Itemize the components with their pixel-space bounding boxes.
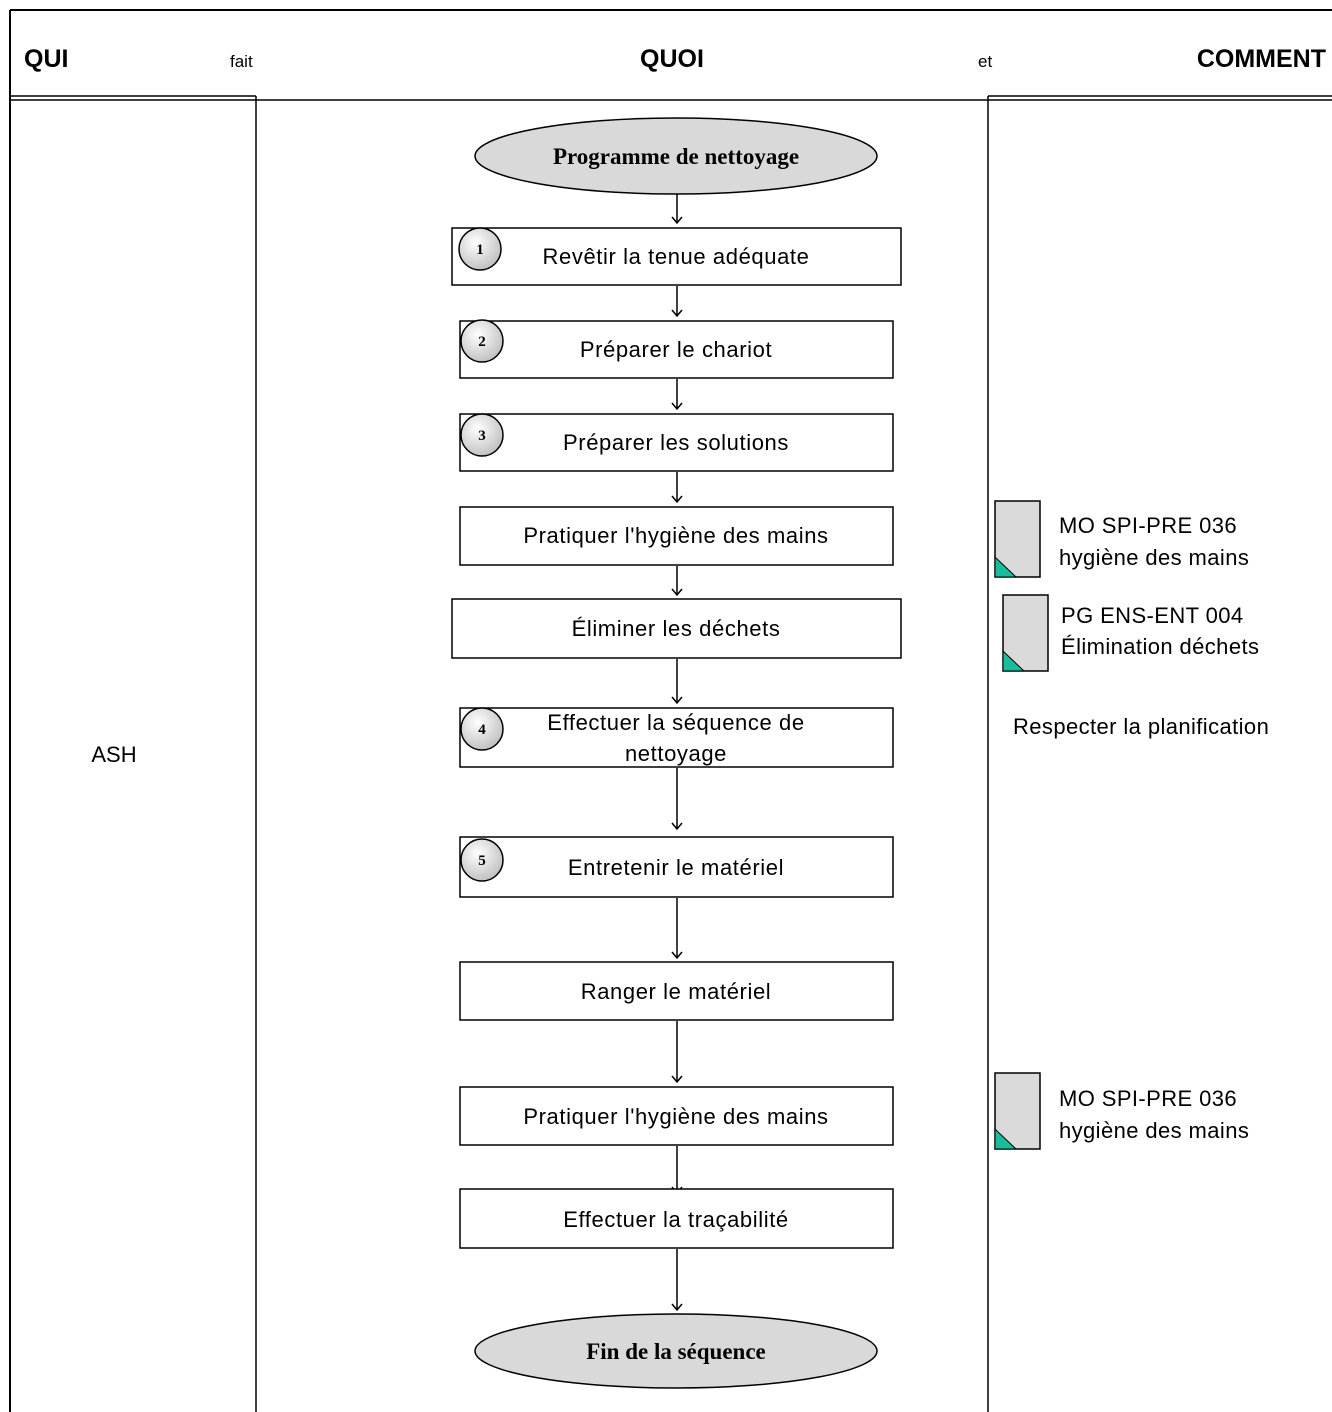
step-badge-5-label: 5 (478, 853, 486, 869)
flow-start: Programme de nettoyage (474, 117, 878, 195)
reference-3-line2: hygiène des mains (1059, 1118, 1249, 1143)
step-6-label-line2: nettoyage (625, 741, 727, 766)
step-2-label: Préparer le chariot (580, 337, 772, 362)
step-7: Entretenir le matériel (459, 836, 894, 898)
step-8: Ranger le matériel (459, 961, 894, 1021)
header-who: QUI (24, 45, 68, 73)
step-2: Préparer le chariot (459, 320, 894, 379)
table-grid (9, 9, 1332, 1412)
reference-2-line2: Élimination déchets (1061, 634, 1259, 659)
document-icon (994, 1072, 1041, 1150)
planning-note: Respecter la planification (1013, 714, 1269, 739)
reference-3: MO SPI-PRE 036 hygiène des mains (994, 1072, 1249, 1150)
reference-3-line1: MO SPI-PRE 036 (1059, 1086, 1237, 1111)
step-badge-2: 2 (460, 319, 504, 363)
flow-end: Fin de la séquence (474, 1313, 878, 1389)
step-badge-2-label: 2 (478, 334, 486, 350)
step-6: Effectuer la séquence de nettoyage (459, 707, 894, 768)
step-badge-1: 1 (458, 227, 502, 271)
step-badge-3-label: 3 (478, 428, 486, 444)
actor-label: ASH (91, 742, 136, 767)
step-badge-4-label: 4 (478, 722, 486, 738)
header-what: QUOI (640, 45, 704, 73)
step-10-label: Effectuer la traçabilité (563, 1207, 789, 1232)
step-6-label-line1: Effectuer la séquence de (547, 710, 804, 735)
step-4-label: Pratiquer l'hygiène des mains (523, 523, 828, 548)
document-icon (1002, 594, 1049, 672)
document-icon (994, 500, 1041, 578)
reference-1-line2: hygiène des mains (1059, 545, 1249, 570)
step-4: Pratiquer l'hygiène des mains (459, 506, 894, 566)
step-1: Revêtir la tenue adéquate (451, 227, 902, 286)
step-badge-4: 4 (460, 707, 504, 751)
reference-2-line1: PG ENS-ENT 004 (1061, 603, 1243, 628)
reference-1-line1: MO SPI-PRE 036 (1059, 513, 1237, 538)
step-10: Effectuer la traçabilité (459, 1188, 894, 1249)
step-5-label: Éliminer les déchets (572, 616, 781, 641)
header-how: COMMENT (1197, 45, 1326, 73)
reference-2: PG ENS-ENT 004 Élimination déchets (1002, 594, 1259, 672)
reference-1: MO SPI-PRE 036 hygiène des mains (994, 500, 1249, 578)
step-3: Préparer les solutions (459, 413, 894, 472)
step-1-label: Revêtir la tenue adéquate (543, 244, 810, 269)
step-3-label: Préparer les solutions (563, 430, 789, 455)
step-badge-5: 5 (460, 838, 504, 882)
step-5: Éliminer les déchets (451, 598, 902, 659)
flow-end-label: Fin de la séquence (586, 1339, 766, 1364)
header-and: et (978, 52, 992, 71)
step-badge-3: 3 (460, 413, 504, 457)
step-9-label: Pratiquer l'hygiène des mains (523, 1104, 828, 1129)
step-7-label: Entretenir le matériel (568, 855, 784, 880)
header-does: fait (230, 52, 253, 71)
flow-start-label: Programme de nettoyage (553, 144, 799, 169)
table-header: QUI fait QUOI et COMMENT (24, 45, 1326, 73)
connectors (671, 194, 683, 1312)
step-9: Pratiquer l'hygiène des mains (459, 1086, 894, 1146)
step-badge-1-label: 1 (476, 242, 484, 258)
step-8-label: Ranger le matériel (581, 979, 772, 1004)
